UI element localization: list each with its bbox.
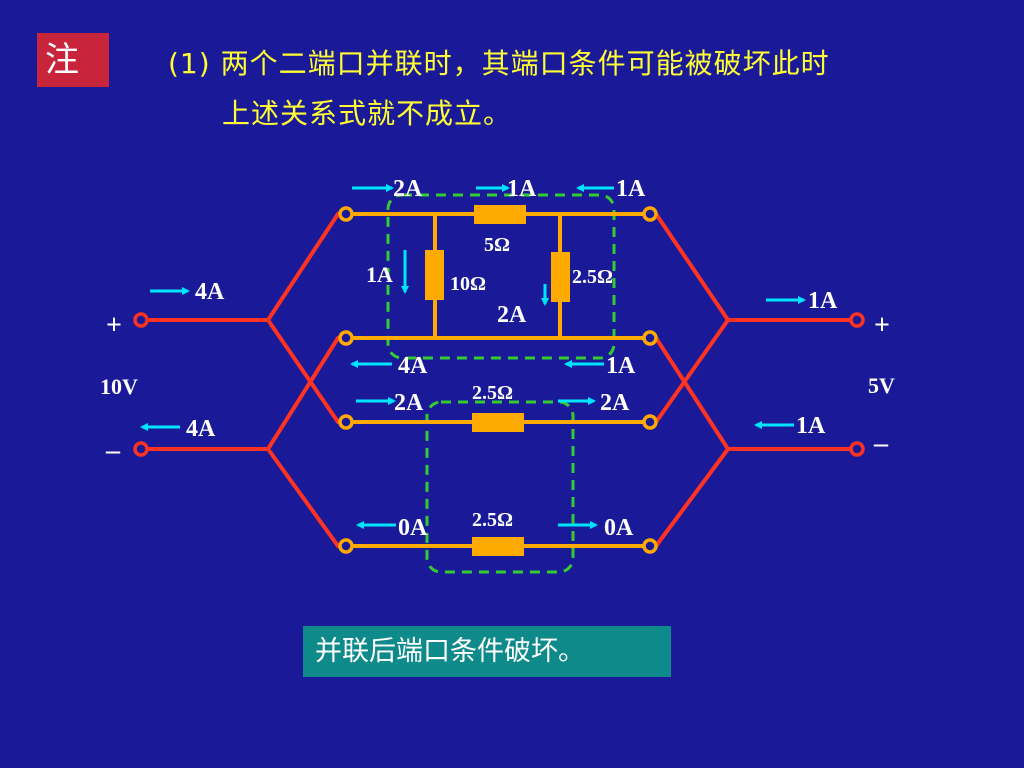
label-r-series: 5Ω [484,234,510,256]
terminal-bot-lr [642,538,658,554]
terminal-top-ll [338,330,354,346]
right-minus-branch-up [654,336,730,451]
label-top-left-current: 2A [393,176,423,202]
right-minus-branch-down [654,447,730,548]
bottom-network-dashed-box [425,400,575,574]
caption-box: 并联后端口条件破坏。 [303,626,671,677]
label-r-left-current: 1A [366,262,393,287]
title-line-1: (1) 两个二端口并联时，其端口条件可能被破坏此时 [168,47,830,80]
note-badge: 注 [37,33,109,87]
label-left-voltage: 10V [100,374,138,399]
resistor-2-5ohm-lower [472,537,524,556]
label-left-current-out: 4A [186,416,216,442]
resistor-5ohm [474,205,526,224]
label-left-plus: + [106,310,122,341]
terminal-bot-ul [338,414,354,430]
right-plus-branch-up [654,212,730,322]
label-top-bottom-right-current: 1A [606,353,636,379]
label-r-right-current: 2A [497,302,527,328]
terminal-top-ur [642,206,658,222]
label-right-current-in: 1A [796,413,826,439]
label-top-bottom-left-current: 4A [398,353,428,379]
resistor-10ohm [425,250,444,300]
terminal-bot-ur [642,414,658,430]
right-plus-branch-down [654,318,730,424]
label-bot-lower-right-current: 0A [604,515,634,541]
label-top-mid-current: 1A [507,176,537,202]
left-minus-branch-up [266,336,340,451]
label-left-current-in: 4A [195,279,225,305]
label-left-minus: – [105,435,121,466]
label-top-right-current: 1A [616,176,646,202]
left-plus-branch-up [266,212,340,322]
terminal-left-plus [133,312,149,328]
terminal-left-minus [133,441,149,457]
top-network-dashed-box [386,193,616,360]
left-plus-branch-down [266,318,340,424]
label-right-plus: + [874,310,890,341]
label-r-right-shunt: 2.5Ω [572,266,613,288]
label-bot-upper-left-current: 2A [394,390,424,416]
left-minus-branch-down [266,447,340,548]
label-right-minus: – [873,428,889,459]
terminal-top-ul [338,206,354,222]
resistor-2-5ohm-upper [472,413,524,432]
resistor-2-5ohm-shunt [551,252,570,302]
label-r-upper: 2.5Ω [472,382,513,404]
terminal-top-lr [642,330,658,346]
title-line-2: 上述关系式就不成立。 [222,97,513,130]
label-r-lower: 2.5Ω [472,509,513,531]
label-bot-lower-left-current: 0A [398,515,428,541]
label-bot-upper-right-current: 2A [600,390,630,416]
label-r-left-shunt: 10Ω [450,273,486,295]
terminal-right-minus [849,441,865,457]
terminal-bot-ll [338,538,354,554]
label-right-current-out: 1A [808,288,838,314]
label-right-voltage: 5V [868,373,895,398]
terminal-right-plus [849,312,865,328]
